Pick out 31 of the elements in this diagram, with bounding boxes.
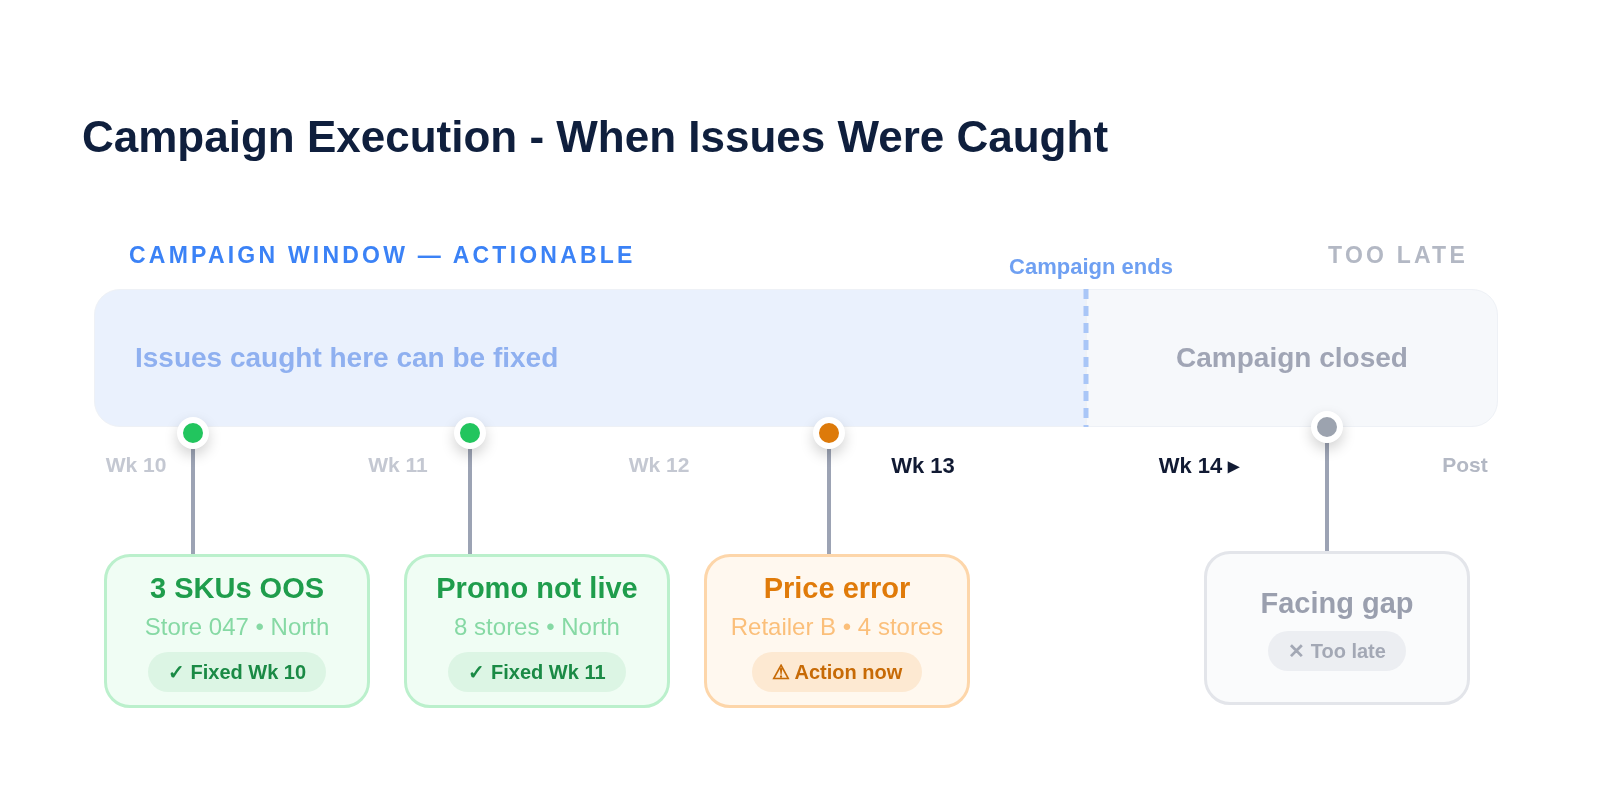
week-label: Wk 11: [368, 452, 428, 478]
week-label: Wk 12: [628, 452, 690, 478]
connector-line: [1325, 443, 1329, 551]
week-label: Wk 10: [105, 452, 167, 478]
zone-label: Campaign ends: [1009, 253, 1173, 281]
card-detail: Retailer B • 4 stores: [730, 612, 944, 643]
card-title: Price error: [763, 570, 911, 606]
issue-card: [404, 554, 670, 708]
status-pill: ✓ Fixed Wk 11: [448, 652, 626, 693]
card-title: Facing gap: [1260, 585, 1414, 621]
zone-label: CAMPAIGN WINDOW — ACTIONABLE: [129, 241, 636, 270]
closed-zone: Campaign closed: [1086, 289, 1498, 427]
connector-line: [468, 449, 472, 554]
week-label: Wk 13: [891, 452, 955, 480]
status-pill: ⚠ Action now: [751, 652, 923, 693]
week-label: Wk 14 ▸: [1158, 452, 1240, 480]
card-detail: Store 047 • North: [144, 612, 330, 643]
issue-card: [704, 554, 970, 708]
week-label: Post: [1442, 452, 1488, 478]
status-pill: ✓ Fixed Wk 10: [147, 652, 327, 693]
card-title: 3 SKUs OOS: [149, 570, 325, 606]
diagram-title: Campaign Execution - When Issues Were Caught: [82, 111, 1109, 163]
card-detail: 8 stores • North: [454, 612, 620, 643]
connector-line: [827, 449, 831, 554]
actionable-zone: Issues caught here can be fixed: [94, 289, 1086, 427]
connector-line: [191, 449, 195, 554]
issue-card: [104, 554, 370, 708]
status-pill: ✕ Too late: [1268, 631, 1406, 672]
zone-label: TOO LATE: [1328, 241, 1468, 270]
issue-card: [1204, 551, 1470, 705]
card-title: Promo not live: [436, 570, 638, 606]
